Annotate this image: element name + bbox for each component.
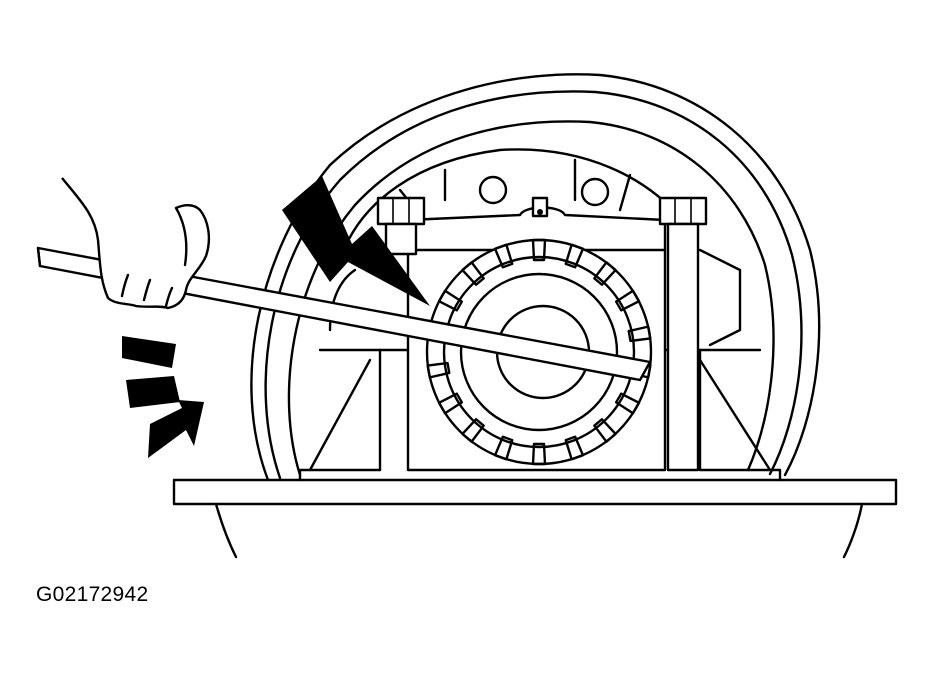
- base-plate: [172, 468, 898, 559]
- left-bolt: [376, 196, 426, 256]
- cage-pocket: [461, 261, 485, 286]
- cage-pocket: [493, 243, 514, 269]
- cage-pocket: [437, 289, 464, 312]
- figure-id-label: G02172942: [36, 583, 149, 606]
- cage-pocket: [627, 325, 652, 343]
- cage-pocket: [614, 289, 641, 312]
- cage-pocket: [564, 243, 585, 269]
- cage-pocket: [461, 418, 485, 443]
- right-bolt: [658, 196, 708, 472]
- cage-pocket: [437, 392, 464, 415]
- cage-pocket: [531, 238, 547, 262]
- cage-pocket: [564, 435, 585, 461]
- cage-pocket: [614, 392, 641, 415]
- cage-pocket: [593, 261, 617, 286]
- impact-motion-icon: [122, 336, 204, 458]
- pointer-arrow-icon: [282, 176, 430, 306]
- cage-pocket: [426, 361, 451, 379]
- hand: [61, 177, 211, 310]
- cage-pocket: [593, 418, 617, 443]
- cage-pocket: [531, 442, 547, 466]
- cage-pocket: [493, 435, 514, 461]
